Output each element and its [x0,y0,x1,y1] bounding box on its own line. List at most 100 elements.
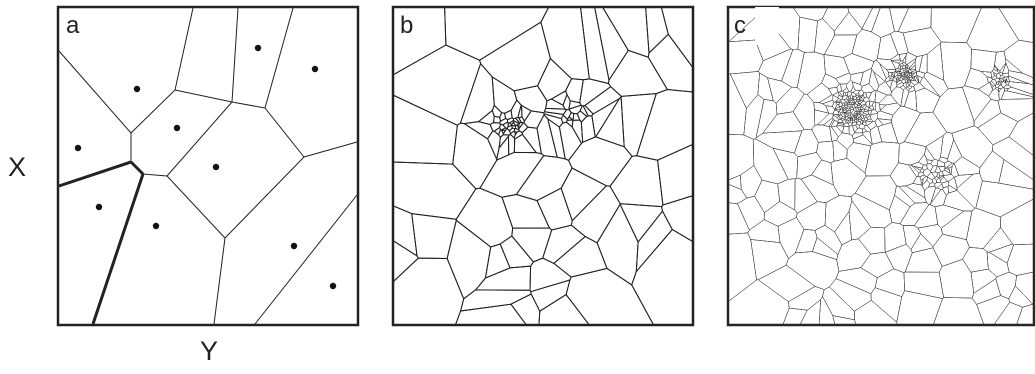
panel-a-label: a [66,12,80,39]
voronoi-cell [852,124,858,133]
voronoi-cell [862,92,867,99]
voronoi-cell [727,174,742,190]
voronoi-cell [908,86,916,93]
voronoi-cell [542,224,586,264]
voronoi-cell [847,95,851,100]
voronoi-cell [993,301,1023,326]
voronoi-cell [894,185,916,208]
voronoi-cell [988,88,1000,102]
voronoi-cell [919,168,925,174]
voronoi-cell [930,171,938,178]
voronoi-cell [511,121,517,127]
voronoi-cell [828,118,835,128]
panel-a-thick-edges [58,160,145,325]
voronoi-cell [850,116,853,120]
voronoi-cell [910,80,919,86]
voronoi-cell [903,77,907,81]
voronoi-cell [868,90,877,103]
panel-c-cell-edges [727,6,1035,326]
panel-b-cell-edges [392,6,694,326]
voronoi-cell [918,153,928,166]
voronoi-cell [829,278,872,312]
voronoi-cell [462,121,494,140]
voronoi-cell [842,126,850,135]
voronoi-cell [848,200,872,241]
voronoi-cell [565,119,574,128]
voronoi-cell [853,103,858,108]
voronoi-cell [850,71,864,85]
voronoi-cell [904,247,943,273]
voronoi-cell [832,315,856,326]
voronoi-cell [545,98,566,110]
voronoi-cell [498,128,504,139]
voronoi-cell [924,186,936,205]
voronoi-cell [828,87,839,96]
voronoi-cell [1001,81,1007,88]
voronoi-cell [844,104,849,108]
voronoi-cell [560,167,608,222]
voronoi-cell [913,166,923,171]
y-axis-label: Y [200,336,219,366]
voronoi-cell [851,99,855,103]
voronoi-cell [856,114,862,118]
voronoi-cell [948,166,953,175]
voronoi-cell [868,104,875,111]
panel-c-frame [726,5,1035,327]
panel-c: c [726,5,1035,327]
site-point [311,65,319,73]
voronoi-cell [411,213,457,260]
voronoi-cell [855,106,859,112]
voronoi-cell [903,69,907,74]
site-point [254,44,262,52]
voronoi-cell [962,247,989,273]
voronoi-cell [501,193,551,229]
panel-b-label: b [400,12,413,39]
voronoi-cell [601,6,650,58]
voronoi-cell [507,122,513,128]
voronoi-cell [908,164,920,178]
voronoi-cell [792,6,829,22]
voronoi-cell [845,91,849,97]
voronoi-cell [727,279,790,326]
voronoi-cell [743,94,765,140]
voronoi-cell [518,122,529,134]
voronoi-cell [944,160,953,168]
voronoi-cell [906,75,910,78]
voronoi-cell [948,176,958,191]
voronoi-cell [870,287,903,323]
voronoi-cell [510,99,522,120]
voronoi-cell [727,73,747,136]
voronoi-cell [897,73,902,76]
panel-b-frame [391,5,695,327]
voronoi-cell [840,117,845,121]
panel-c-label-bg [755,7,779,45]
voronoi-cell [1001,72,1009,78]
panel-c-label: c [734,12,746,39]
panel-a-frame [56,5,360,327]
voronoi-cell [900,76,904,80]
voronoi-cell [848,106,852,112]
voronoi-cell [890,86,904,107]
voronoi-cell [832,94,839,103]
voronoi-cell [1007,81,1035,96]
site-point [152,222,160,230]
voronoi-cell [1008,70,1035,86]
voronoi-cell [995,83,1000,88]
voronoi-cell [905,52,918,65]
voronoi-cell [857,98,860,103]
voronoi-cell [844,101,848,105]
voronoi-cell [514,130,518,136]
voronoi-cell [889,54,901,61]
voronoi-cell [910,64,916,70]
voronoi-cell [392,44,482,126]
voronoi-cell [530,279,571,312]
panel-a-sites [74,44,337,290]
voronoi-cell [813,102,829,114]
voronoi-cell [866,115,872,120]
voronoi-cell [997,69,1001,74]
voronoi-cell [877,118,892,126]
voronoi-cell [858,123,866,130]
voronoi-cell [884,222,907,253]
site-point [133,85,141,93]
